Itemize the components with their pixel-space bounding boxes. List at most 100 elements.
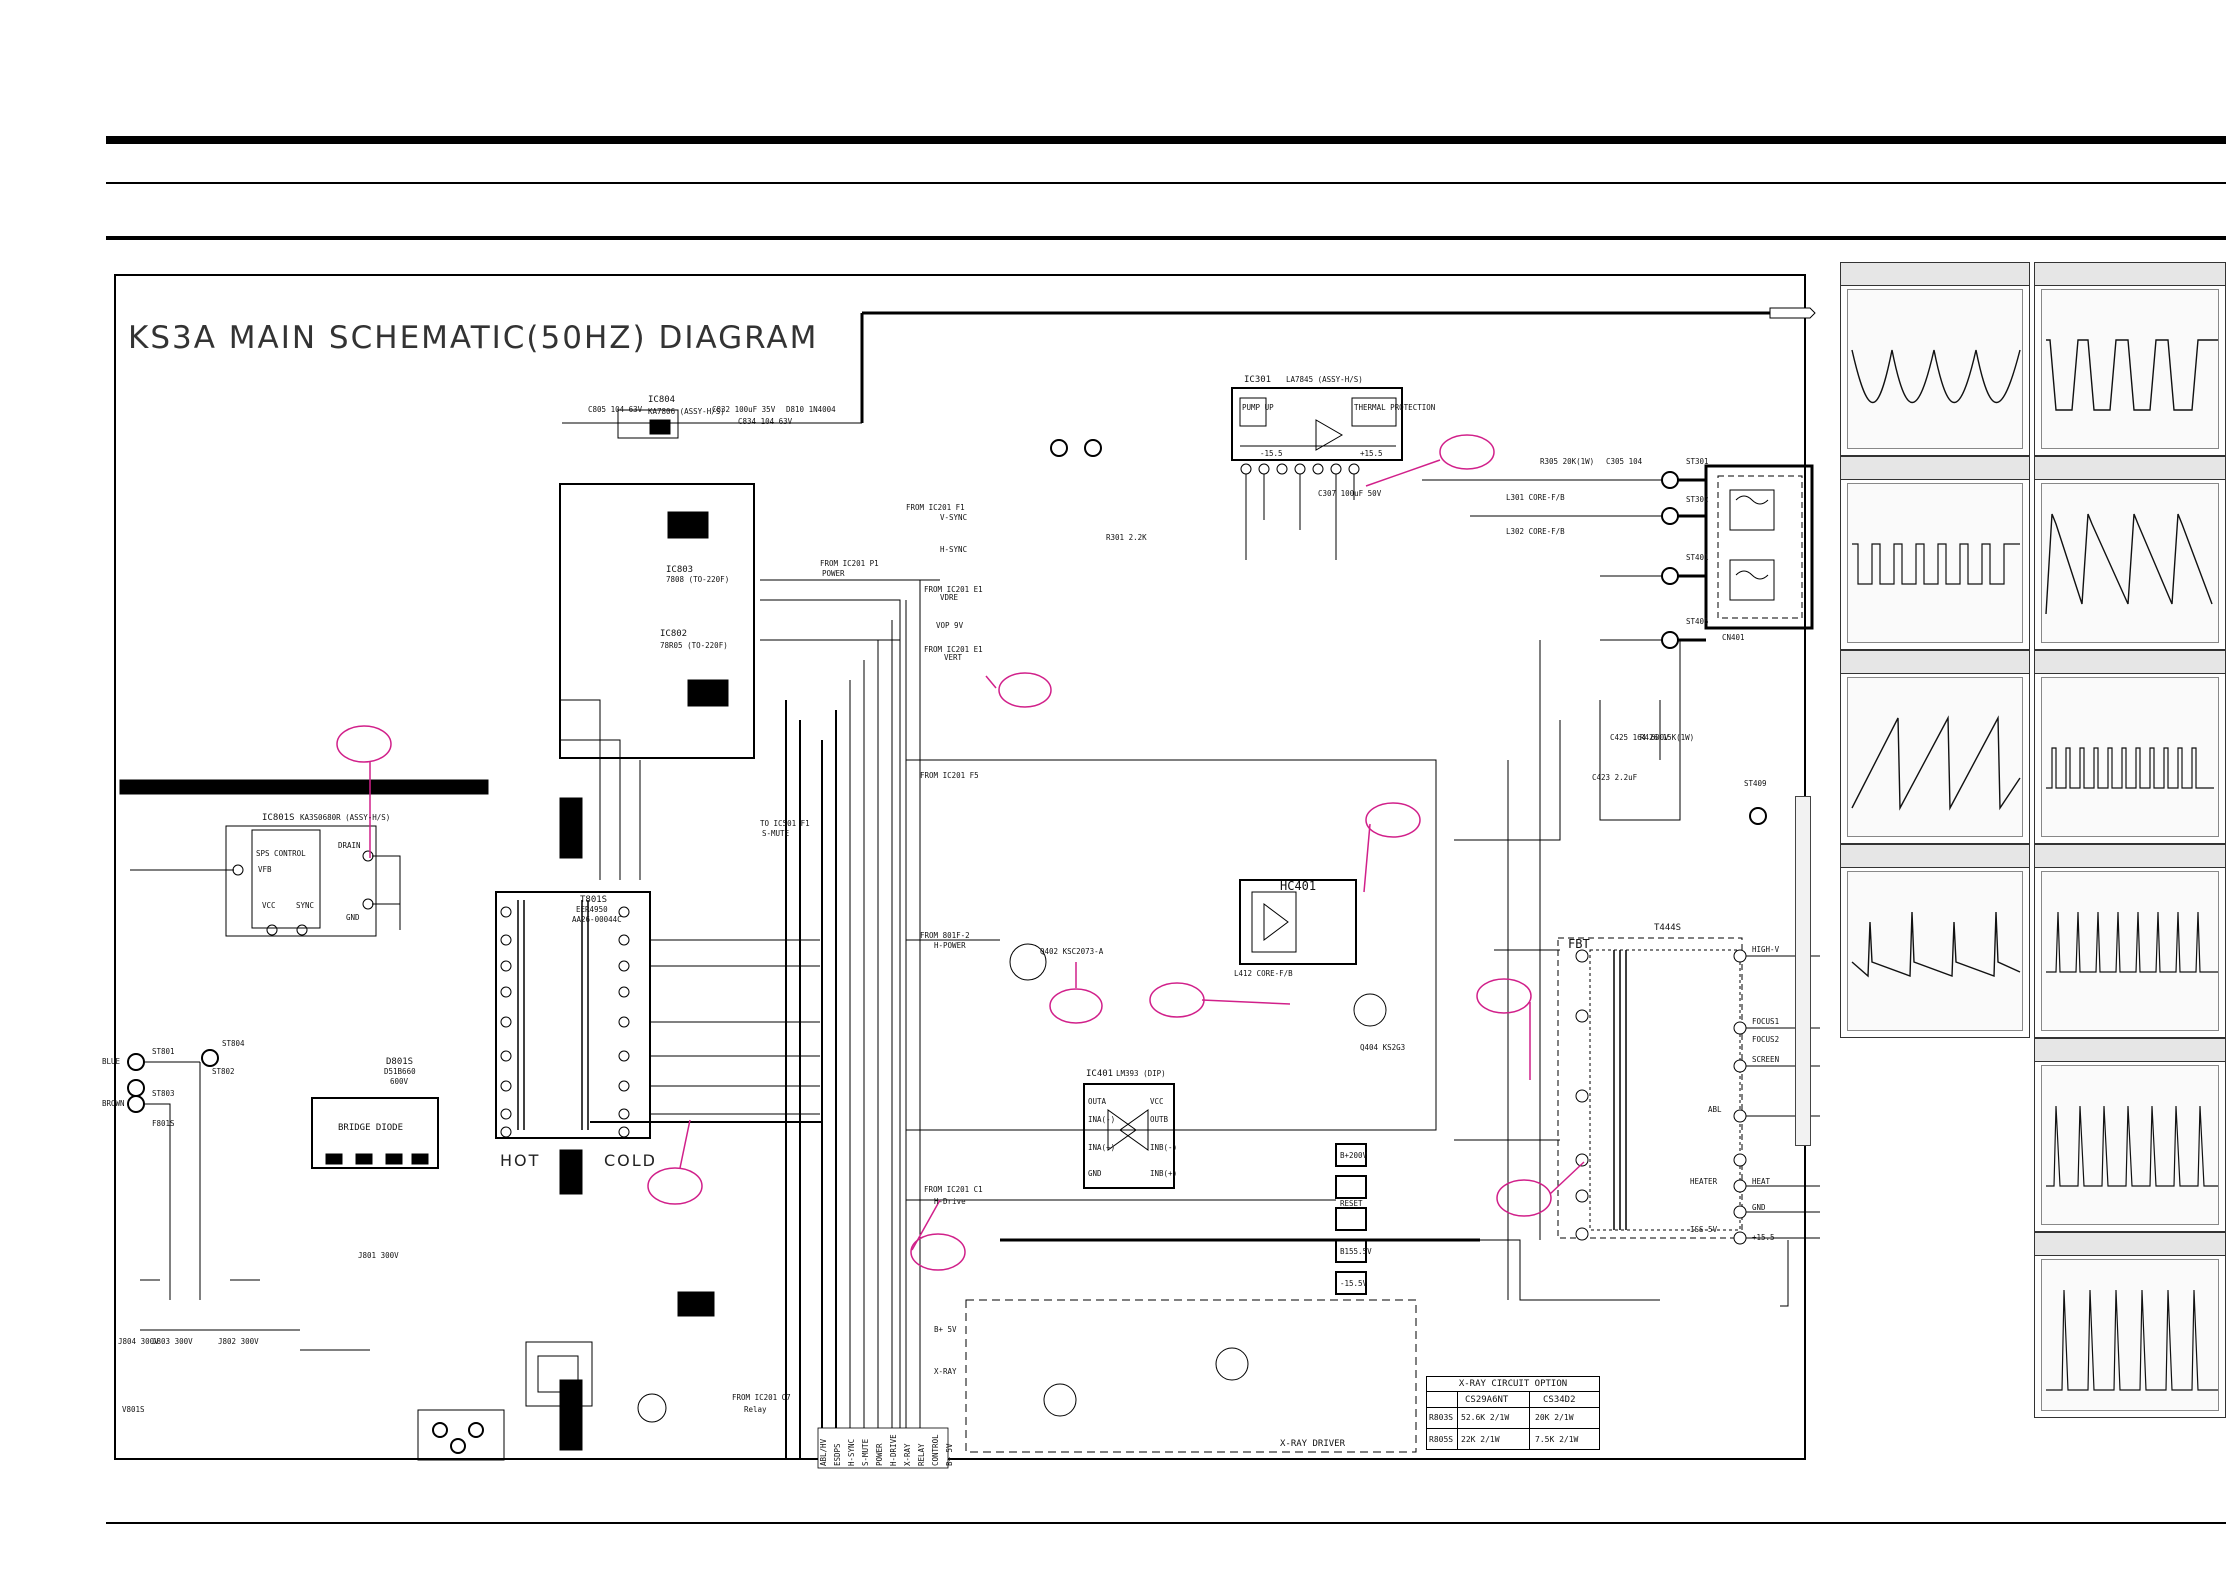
header-rule-thick [106,136,2226,144]
xray-row-2-a: 22K 2/1W [1461,1435,1500,1444]
net-hdrive: H-Drive [934,1197,966,1206]
fbt-pin-focus1: FOCUS1 [1752,1017,1779,1026]
from-label-2: FROM IC201 E1 [924,585,983,594]
comp-label: C834 104 63V [738,417,793,426]
waveform-panel-6 [2034,650,2226,844]
ic803-ref: IC803 [666,565,693,575]
net-relay: Relay [744,1405,767,1414]
comp-label: Q402 KSC2073-A [1040,947,1104,956]
bus-label-10: B+ 5V [945,1443,954,1466]
comp-label: R301 2.2K [1106,533,1147,542]
comp-label: F801S [152,1119,175,1128]
from-label-5: FROM IC201 F5 [920,771,979,780]
bus-label-8: RELAY [917,1443,926,1466]
net-xray: X-RAY [934,1367,957,1376]
t801-code: AA26-00044C [572,915,622,924]
hc401-ref: HC401 [1280,879,1316,893]
bus-label-4: S-MUTE [861,1438,870,1466]
net-b5v: B+ 5V [934,1325,957,1334]
net-vop: VOP 9V [936,621,964,630]
bridge-volt: 600V [390,1077,409,1086]
waveform-trace [1851,715,2021,811]
bus-label-3: H-SYNC [847,1439,856,1466]
ic801-pin-sync: SYNC [296,901,314,910]
comp-label: J804 300V [118,1337,159,1346]
fbt-pin-focus2: FOCUS2 [1752,1035,1779,1044]
comp-label: C832 100uF 35V [712,405,776,414]
from-label-8: FROM IC201 C7 [732,1393,791,1402]
xray-row-1-a: 52.6K 2/1W [1461,1413,1510,1422]
waveform-panel-8 [2034,844,2226,1038]
comp-label: J801 300V [358,1251,399,1260]
comp-label: ST301 [1686,457,1709,466]
net-b155v: B155.5V [1340,1247,1372,1256]
comp-label: L301 CORE-F/B [1506,493,1565,502]
comp-label: R426 15K(1W) [1640,733,1694,742]
fbt-pin-screen: SCREEN [1752,1055,1779,1064]
comp-label: ST401 [1686,553,1709,562]
xray-col-a: CS29A6NT [1465,1395,1509,1405]
comp-label: ST801 [152,1047,175,1056]
comp-label: D810 1N4004 [786,405,836,414]
waveform-trace [1851,911,2021,978]
fbt-pin-iss: ISS-5V [1690,1225,1718,1234]
fbt-pin-gnd: GND [1752,1203,1766,1212]
section-hot: HOT [500,1151,540,1170]
bridge-label: BRIDGE DIODE [338,1123,403,1133]
bus-label-6: H-DRIVE [889,1434,898,1466]
net-vdre: VDRE [940,593,959,602]
ic801-pin-vfb: VFB [258,865,272,874]
ic401-pin-outb: OUTB [1150,1115,1169,1124]
waveform-trace [2046,911,2218,973]
comp-label: C805 104 63V [588,405,643,414]
waveform-trace [2046,339,2218,411]
comp-label: C425 164 600V [1610,733,1669,742]
fbt-label: FBT [1568,937,1590,951]
comp-label: ST405 [1686,617,1709,626]
fbt-pin-abl: ABL [1708,1105,1722,1114]
diagram-title: KS3A MAIN SCHEMATIC(50HZ) DIAGRAM [128,320,819,356]
waveform-panel-4 [2034,456,2226,650]
bus-label-7: X-RAY [903,1443,912,1466]
ic801-block: SPS CONTROL [256,849,306,858]
hot-side-banner [119,779,489,795]
waveform-trace [2046,747,2214,789]
ic801-pin-vcc: VCC [262,901,276,910]
comp-label: ST802 [212,1067,235,1076]
xray-row-1-b: 20K 2/1W [1535,1413,1574,1422]
ic301-ref: IC301 [1244,375,1271,385]
t801-ref: T801S [580,895,607,905]
net-smute: S-MUTE [762,829,790,838]
from-label-1: FROM IC201 F1 [906,503,965,512]
comp-label: Q404 KS2G3 [1360,1043,1405,1052]
net-power: POWER [822,569,845,578]
comp-label: L302 CORE-F/B [1506,527,1565,536]
ic804-part: KA7806 (ASSY-H/S) [648,407,725,416]
net-vert: VERT [944,653,963,662]
xray-row-2-ref: R805S [1429,1435,1454,1444]
ic301-part: LA7845 (ASSY-H/S) [1286,375,1363,384]
xray-option-table: X-RAY CIRCUIT OPTION CS29A6NT CS34D2 R80… [1426,1376,1600,1450]
waveform-panel-2 [2034,262,2226,456]
ic801-pin-gnd: GND [346,913,360,922]
fbt-pin-heat: HEAT [1752,1177,1771,1186]
ic801-part: KA3S0680R (ASSY-H/S) [300,813,390,822]
net-hsync: H-SYNC [940,545,967,554]
t801-part: EER4950 [576,905,608,914]
waveform-panel-10 [2034,1232,2226,1418]
net-neg15v: -15.5V [1340,1279,1368,1288]
ic801-pin-drain: DRAIN [338,841,361,850]
waveform-trace [2045,513,2213,615]
ic401-pin-ina-pos: INA(+) [1088,1143,1115,1152]
ic401-pin-vcc: VCC [1150,1097,1164,1106]
waveform-trace [2046,1105,2218,1187]
net-hpower: H-POWER [934,941,966,950]
comp-label: ST409 [1744,779,1767,788]
comp-label: C423 2.2uF [1592,773,1638,782]
fbt-pin-15v: +15.5 [1752,1233,1775,1242]
bridge-ref: D801S [386,1057,413,1067]
comp-label: J803 300V [152,1337,193,1346]
ic401-pin-inb-neg: INB(-) [1150,1143,1177,1152]
section-cold: COLD [604,1151,657,1170]
